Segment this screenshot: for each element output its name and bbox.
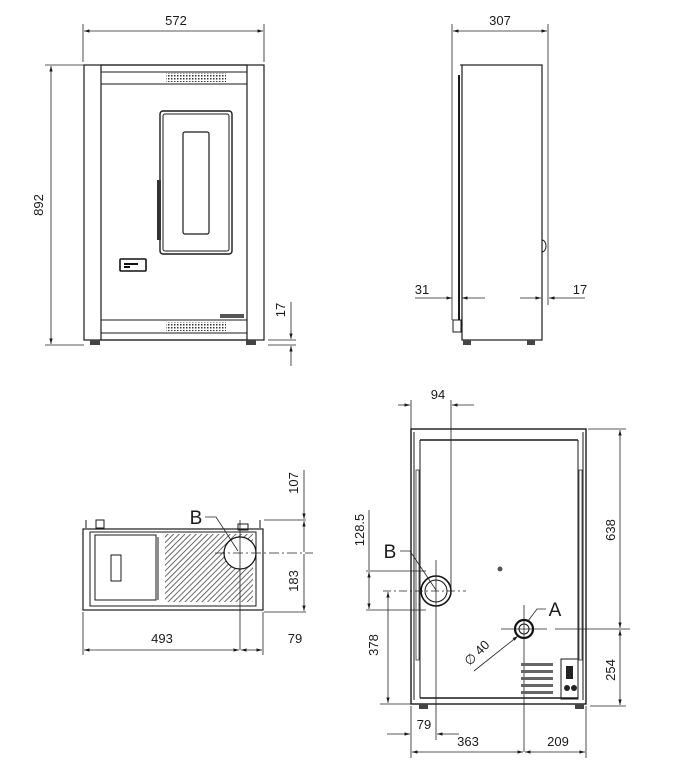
front-foot-label: 17 (273, 303, 288, 317)
door-handle (157, 180, 161, 240)
side-depth-label: 307 (489, 13, 511, 28)
outlet-b-x-label: 94 (431, 387, 445, 402)
rear-body (410, 428, 587, 705)
top-width-label: 493 (151, 631, 173, 646)
inlet-a-label: A (549, 600, 562, 621)
inlet-a-left-label: 363 (457, 734, 479, 749)
inlet-a-height-label: 254 (603, 659, 618, 681)
rear-view: B A ∅ 40 94 128 (352, 387, 630, 758)
side-body (461, 64, 543, 341)
front-height-label: 892 (31, 194, 46, 216)
outlet-b-side-label: 79 (417, 717, 431, 732)
top-body (82, 528, 264, 611)
front-view: 572 892 17 (31, 13, 296, 366)
top-grille (166, 73, 226, 82)
outlet-b-span-label: 128.5 (352, 514, 367, 547)
total-height-label: 638 (603, 519, 618, 541)
top-depth-label: 183 (286, 570, 301, 592)
outlet-b-label-top: B (190, 508, 203, 529)
top-view: B 107 183 493 79 (82, 470, 313, 655)
side-view: 307 31 17 (415, 13, 587, 345)
side-right-offset-label: 17 (573, 282, 587, 297)
front-width-label: 572 (165, 13, 187, 28)
door-glass (182, 131, 210, 235)
pellet-hopper-lid (94, 534, 157, 601)
top-offset-label: 107 (286, 472, 301, 494)
power-socket (560, 658, 579, 700)
side-left-offset-label: 31 (415, 282, 429, 297)
outlet-b-label-rear: B (384, 542, 397, 563)
top-right-offset-label: 79 (288, 631, 302, 646)
inlet-a-diameter-label: ∅ 40 (461, 637, 492, 668)
outlet-b-height-label: 378 (366, 634, 381, 656)
inlet-a-right-label: 209 (547, 734, 569, 749)
bottom-grille (166, 322, 226, 331)
